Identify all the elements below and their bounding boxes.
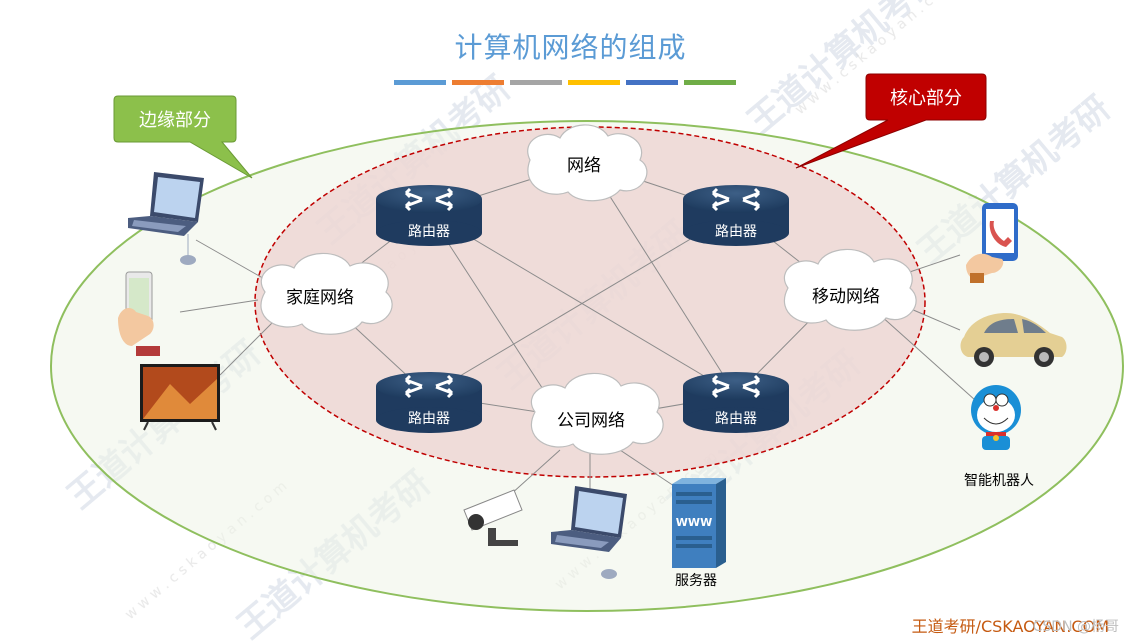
server-icon: WWW [672,478,726,568]
cloud-home: 家庭网络 [260,252,393,335]
cloud-label: 家庭网络 [286,288,354,308]
tv-icon [140,364,220,431]
cloud-company: 公司网络 [530,372,664,455]
laptop-icon [128,172,204,265]
router-arrows-icon [404,187,454,212]
cloud-icon [783,248,917,331]
footer-overlay: CSDN @杨哥 [1032,619,1119,635]
title-bar-1 [394,80,446,85]
router-label: 路由器 [408,411,450,427]
car-icon [960,313,1067,367]
laptop-icon [551,486,627,579]
robot-icon [971,385,1021,450]
smartphone-hand-icon [118,271,160,356]
cloud-mobile: 移动网络 [783,248,917,331]
callout-edge-label: 边缘部分 [139,110,211,131]
title-bar-2 [452,80,504,85]
callout-core-label: 核心部分 [890,88,962,109]
page-title: 计算机网络的组成 [454,31,687,64]
router-arrows-icon [711,187,761,212]
cloud-top: 网络 [527,124,648,202]
server-www-text: WWW [676,516,712,529]
router-arrows-icon [404,374,454,399]
title-bar-4 [568,80,620,85]
cloud-icon [530,372,664,455]
callout-core: 核心部分 [795,73,987,169]
router-arrows-icon [711,374,761,399]
title-bar-5 [626,80,678,85]
cloud-label: 公司网络 [557,411,625,431]
cloud-label: 网络 [567,156,601,176]
robot-label: 智能机器人 [964,473,1034,489]
router-top-left: 路由器 [376,185,482,246]
callout-edge: 边缘部分 [113,95,253,179]
cloud-icon [527,124,648,202]
security-camera-icon [463,489,523,546]
router-label: 路由器 [715,411,757,427]
router-bottom-left: 路由器 [376,372,482,433]
router-top-right: 路由器 [683,185,789,246]
router-label: 路由器 [408,224,450,240]
router-bottom-right: 路由器 [683,372,789,433]
router-label: 路由器 [715,224,757,240]
footer-credit: 王道考研/CSKAOYAN.COM [911,617,1109,636]
cloud-icon [260,252,393,335]
phone-call-icon [966,203,1018,283]
cloud-label: 移动网络 [812,287,880,307]
title-bar-3 [510,80,562,85]
title-bar-6 [684,80,736,85]
server-label: 服务器 [675,573,717,589]
